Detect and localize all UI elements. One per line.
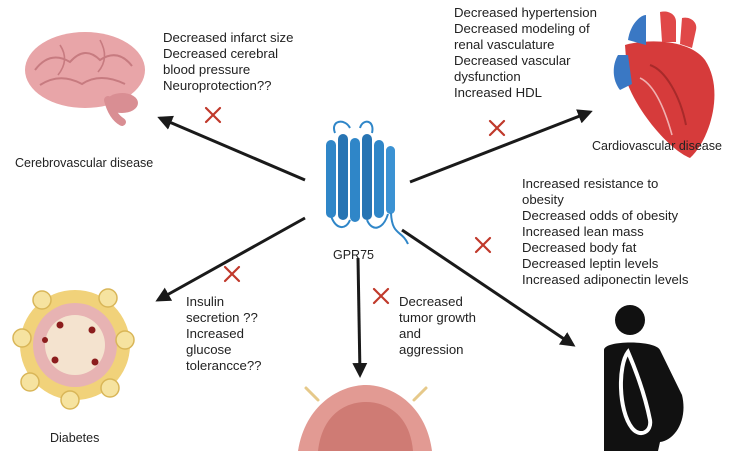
effect-line: dysfunction xyxy=(454,69,521,84)
cross-mark-icon xyxy=(204,106,222,124)
effect-line: Decreased xyxy=(399,294,463,309)
arrow-to-cardiovascular xyxy=(409,109,593,184)
arrow-to-obesity xyxy=(401,228,576,347)
arrow-to-cancer xyxy=(352,257,368,378)
effect-line: blood pressure xyxy=(163,62,251,77)
effect-line: tolerancce?? xyxy=(186,358,262,373)
effect-line: aggression xyxy=(399,342,464,357)
brain-icon xyxy=(25,32,145,126)
cross-mark-icon xyxy=(372,287,390,305)
cross-marks xyxy=(204,106,506,305)
effect-line: glucose xyxy=(186,342,232,357)
organ-icon xyxy=(298,385,432,451)
cardio-title: Cardiovascular disease xyxy=(592,139,722,153)
effect-line: Neuroprotection?? xyxy=(163,78,272,93)
effect-line: secretion ?? xyxy=(186,310,258,325)
cerebro-effects: Decreased infarct size Decreased cerebra… xyxy=(163,30,293,94)
cross-mark-icon xyxy=(474,236,492,254)
effect-line: renal vasculature xyxy=(454,37,555,52)
effect-line: Insulin xyxy=(186,294,225,309)
diabetes-title: Diabetes xyxy=(50,431,100,445)
receptor-icon xyxy=(326,120,409,245)
effect-line: tumor growth xyxy=(399,310,476,325)
arrows xyxy=(155,109,593,378)
effect-line: and xyxy=(399,326,422,341)
effect-line: Decreased vascular xyxy=(454,53,571,68)
effect-line: Increased adiponectin levels xyxy=(522,272,689,287)
effect-line: Increased lean mass xyxy=(522,224,644,239)
arrow-to-diabetes xyxy=(155,216,306,302)
cerebro-title: Cerebrovascular disease xyxy=(15,156,154,170)
diabetes-effects: Insulin secretion ?? Increased glucose t… xyxy=(186,294,262,374)
effect-line: Decreased leptin levels xyxy=(522,256,659,271)
effect-line: Decreased infarct size xyxy=(163,30,294,45)
effect-line: Decreased body fat xyxy=(522,240,637,255)
effect-line: obesity xyxy=(522,192,564,207)
cardio-effects: Decreased hypertension Decreased modelin… xyxy=(454,5,597,101)
effect-line: Decreased hypertension xyxy=(454,5,597,20)
obese-silhouette-icon xyxy=(604,305,684,451)
heart-icon xyxy=(613,11,715,159)
cancer-effects: Decreased tumor growth and aggression xyxy=(399,294,476,358)
effect-line: Increased resistance to xyxy=(522,176,659,191)
effect-line: Increased xyxy=(186,326,244,341)
effect-line: Decreased modeling of xyxy=(454,21,590,36)
cross-mark-icon xyxy=(488,119,506,137)
obesity-effects: Increased resistance to obesity Decrease… xyxy=(522,176,688,288)
receptor-label: GPR75 xyxy=(333,248,374,262)
effect-line: Decreased cerebral xyxy=(163,46,279,61)
effect-line: Decreased odds of obesity xyxy=(522,208,679,223)
arrow-to-cerebrovascular xyxy=(157,115,306,182)
effect-line: Increased HDL xyxy=(454,85,542,100)
cross-mark-icon xyxy=(223,265,241,283)
pancreatic-islet-icon xyxy=(12,288,135,410)
